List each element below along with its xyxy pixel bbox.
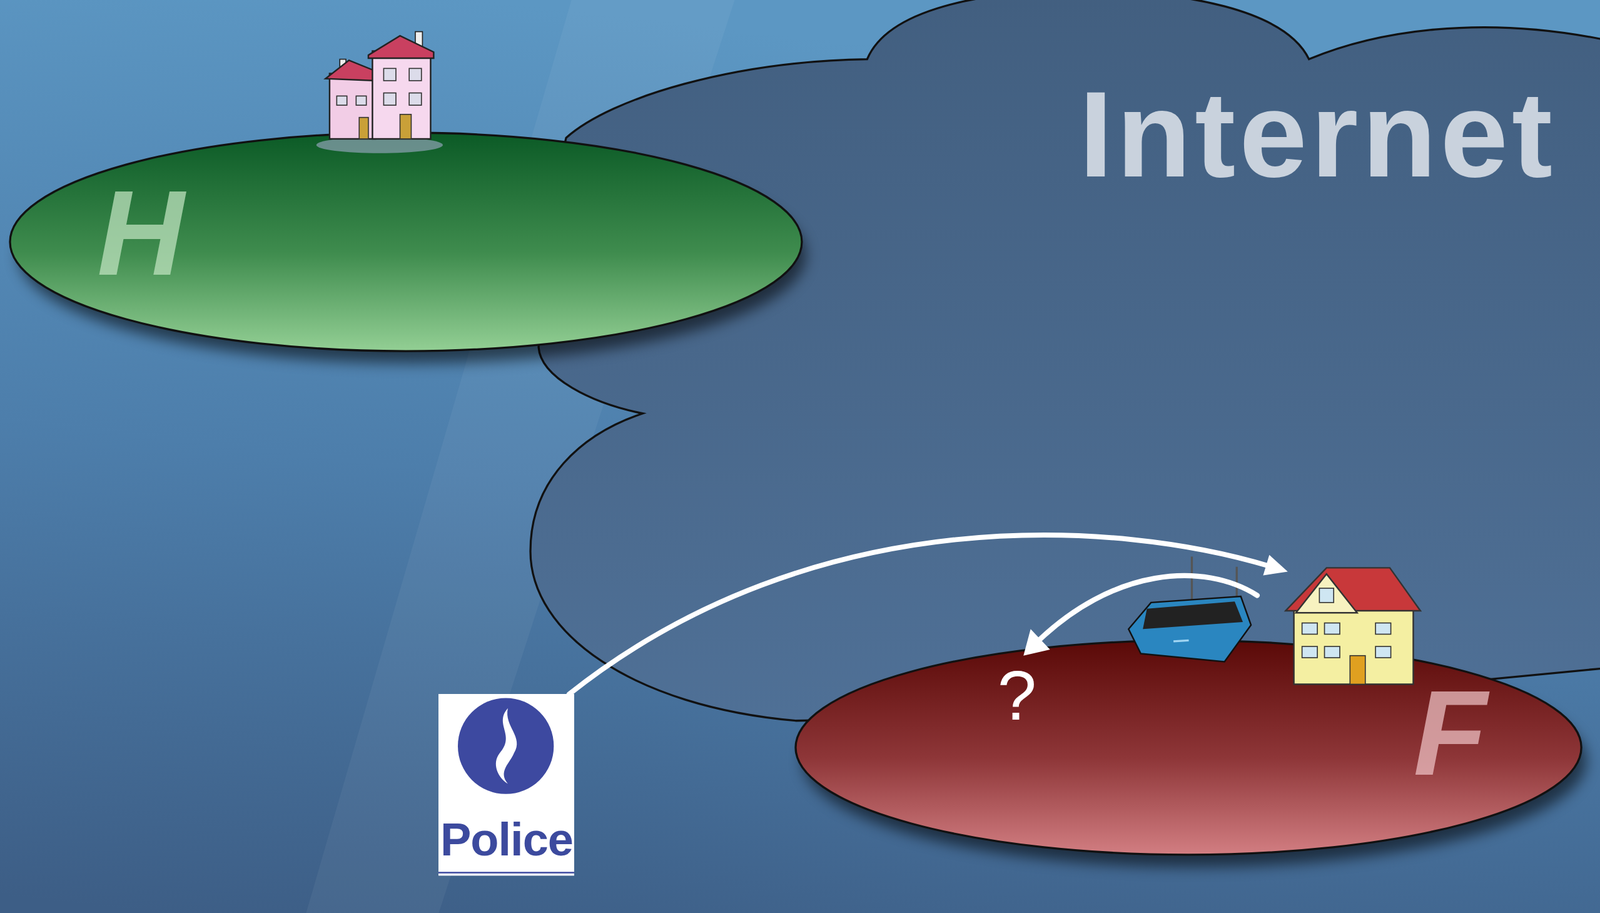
door <box>1349 655 1365 685</box>
door <box>359 117 369 139</box>
router <box>1128 556 1251 662</box>
house-wall <box>329 73 376 139</box>
window <box>1319 587 1334 603</box>
logo-rule <box>438 871 575 874</box>
window <box>1302 622 1318 635</box>
connector-line <box>569 534 1271 694</box>
router-top <box>1142 601 1243 629</box>
arrow-head <box>1023 628 1050 655</box>
red-ellipse <box>795 639 1582 855</box>
network-letter: H <box>96 172 184 294</box>
house-roof <box>325 60 377 81</box>
window <box>409 93 422 106</box>
logo-flame <box>496 708 518 784</box>
yellow-house <box>1286 567 1421 684</box>
window <box>1324 646 1340 658</box>
pink-house <box>316 31 443 154</box>
reply-arrow <box>1023 575 1258 656</box>
house-gable <box>1296 573 1358 613</box>
network-ellipse: H <box>10 132 804 351</box>
window <box>336 95 347 106</box>
police-logo: Police <box>438 693 575 876</box>
house-wall <box>372 51 431 139</box>
green-ellipse <box>10 132 802 351</box>
arrow-line <box>1033 575 1258 645</box>
logo-text: Police <box>438 816 575 863</box>
logo-circle <box>457 698 554 794</box>
router-light <box>1173 639 1189 642</box>
window <box>1375 646 1391 658</box>
cloud-outline <box>530 0 1600 721</box>
door <box>400 114 412 139</box>
window <box>1302 646 1318 658</box>
cloud-title: Internet <box>1078 73 1557 196</box>
window <box>383 68 396 81</box>
network-letter: F <box>1412 672 1487 794</box>
antenna <box>1190 556 1193 605</box>
connector-arrow <box>569 534 1288 694</box>
window <box>1324 622 1340 635</box>
house-roof <box>368 35 434 59</box>
logo-background <box>438 693 575 876</box>
window <box>409 68 422 81</box>
arrow-head <box>1262 554 1288 576</box>
question-mark: ? <box>992 660 1043 731</box>
house-wall <box>1294 607 1414 684</box>
window <box>1375 622 1391 635</box>
window <box>383 93 396 106</box>
router-body <box>1128 596 1251 662</box>
window <box>355 95 366 106</box>
